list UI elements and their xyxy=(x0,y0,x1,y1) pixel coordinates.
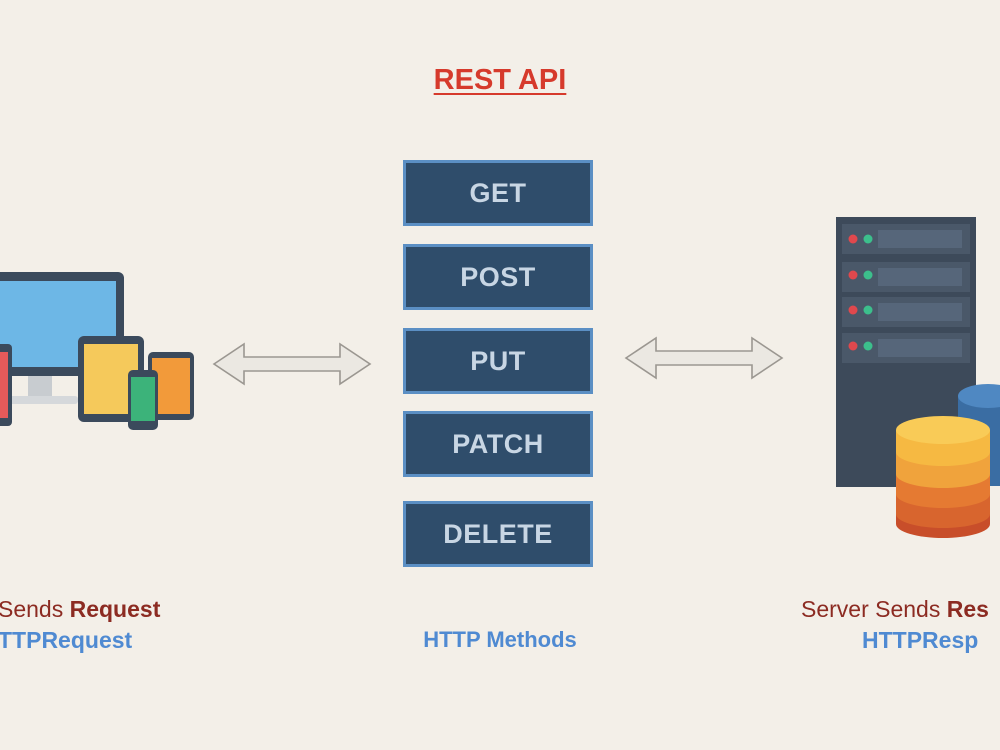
client-caption-bold: Request xyxy=(69,596,161,622)
double-arrow-right xyxy=(624,336,784,380)
server-caption: Server Sends Res xyxy=(801,596,989,623)
method-put: PUT xyxy=(403,328,593,394)
method-delete: DELETE xyxy=(403,501,593,567)
diagram-title: REST API xyxy=(433,64,567,96)
double-arrow-left xyxy=(212,342,372,386)
client-devices-icon xyxy=(0,272,194,430)
method-get: GET xyxy=(403,160,593,226)
database-icon xyxy=(896,416,990,538)
client-caption-prefix: Sends xyxy=(0,596,70,622)
server-subcaption: HTTPResp xyxy=(862,627,979,653)
server-caption-prefix: Server Sends xyxy=(801,596,947,622)
client-caption: Sends Request xyxy=(0,596,160,623)
method-patch: PATCH xyxy=(403,411,593,477)
client-subcaption: TTPRequest xyxy=(0,627,133,653)
method-post: POST xyxy=(403,244,593,310)
server-caption-bold: Res xyxy=(946,596,989,622)
center-caption: HTTP Methods xyxy=(423,627,577,652)
